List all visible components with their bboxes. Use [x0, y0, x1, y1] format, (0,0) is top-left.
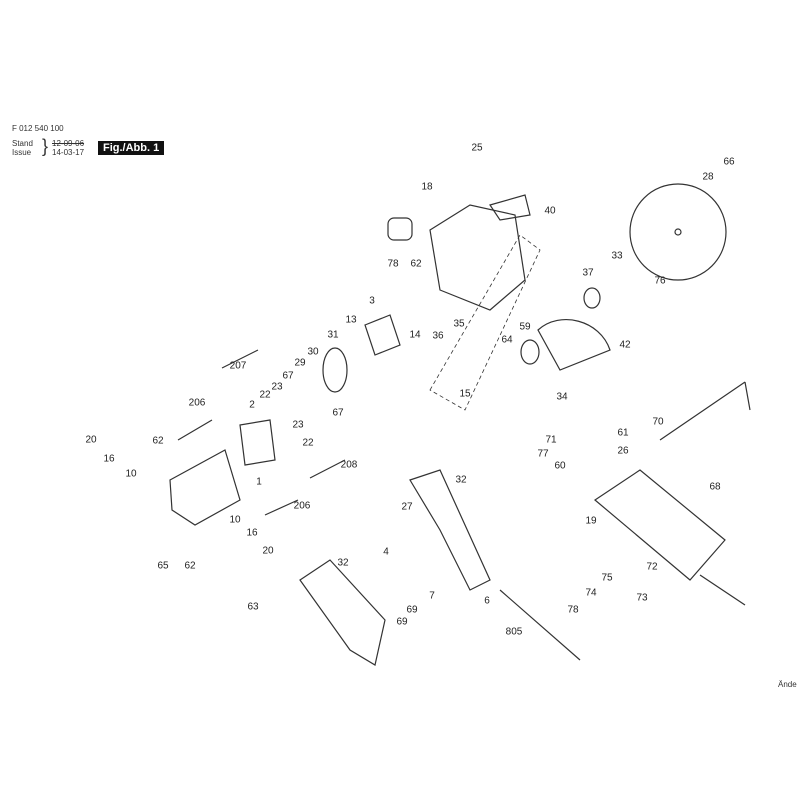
callout-10: 10	[125, 468, 137, 480]
callout-62: 62	[152, 435, 164, 447]
guide-bar	[699, 574, 746, 606]
stand-label: Stand	[12, 139, 33, 148]
callout-78: 78	[387, 258, 399, 270]
callout-34: 34	[556, 391, 568, 403]
callout-32: 32	[455, 474, 467, 486]
issue-date: 14-03-17	[52, 148, 85, 157]
callout-66: 66	[723, 156, 735, 168]
callout-22: 22	[259, 389, 271, 401]
callout-805: 805	[505, 626, 523, 638]
callout-40: 40	[544, 205, 556, 217]
ring	[520, 339, 540, 365]
callout-20: 20	[85, 434, 97, 446]
callout-10: 10	[229, 514, 241, 526]
callout-36: 36	[432, 330, 444, 342]
callout-64: 64	[501, 334, 513, 346]
callout-18: 18	[421, 181, 433, 193]
callout-206: 206	[293, 500, 311, 512]
callout-42: 42	[619, 339, 631, 351]
callout-1: 1	[256, 476, 262, 488]
fan	[322, 347, 348, 393]
ring-37	[583, 287, 601, 309]
callout-4: 4	[383, 546, 389, 558]
callout-59: 59	[519, 321, 531, 333]
callout-26: 26	[617, 445, 629, 457]
callout-69: 69	[396, 616, 408, 628]
callout-71: 71	[545, 434, 557, 446]
callout-31: 31	[327, 329, 339, 341]
screws	[177, 349, 346, 516]
gearbox-bearing	[387, 217, 413, 241]
callout-69: 69	[406, 604, 418, 616]
callout-27: 27	[401, 501, 413, 513]
callout-6: 6	[484, 595, 490, 607]
callout-61: 61	[617, 427, 629, 439]
callout-72: 72	[646, 561, 658, 573]
callout-60: 60	[554, 460, 566, 472]
callout-63: 63	[247, 601, 259, 613]
rear-handle	[409, 469, 491, 591]
part-number: F 012 540 100	[12, 124, 64, 133]
upper-blade-guard	[429, 204, 526, 311]
callout-33: 33	[611, 250, 623, 262]
callout-23: 23	[292, 419, 304, 431]
callout-19: 19	[585, 515, 597, 527]
callout-76: 76	[654, 275, 666, 287]
callout-29: 29	[294, 357, 306, 369]
callout-30: 30	[307, 346, 319, 358]
callout-62: 62	[184, 560, 196, 572]
callout-208: 208	[340, 459, 358, 471]
brace: }	[42, 136, 49, 156]
callout-77: 77	[537, 448, 549, 460]
lower-blade-guard	[537, 319, 611, 371]
callout-68: 68	[709, 481, 721, 493]
blade-arbor	[674, 228, 682, 236]
saw-blade	[629, 183, 727, 281]
callout-73: 73	[636, 592, 648, 604]
assembly-outline	[429, 234, 541, 411]
callout-32: 32	[337, 557, 349, 569]
callout-207: 207	[229, 360, 247, 372]
callout-65: 65	[157, 560, 169, 572]
callout-13: 13	[345, 314, 357, 326]
callout-37: 37	[582, 267, 594, 279]
callout-20: 20	[262, 545, 274, 557]
callout-35: 35	[453, 318, 465, 330]
motor-housing	[169, 449, 241, 526]
footer-text: Ände	[778, 680, 797, 689]
callout-14: 14	[409, 329, 421, 341]
callout-25: 25	[471, 142, 483, 154]
cable	[499, 589, 581, 661]
callout-28: 28	[702, 171, 714, 183]
callout-206: 206	[188, 397, 206, 409]
callout-74: 74	[585, 587, 597, 599]
armature	[364, 314, 401, 356]
callout-67: 67	[282, 370, 294, 382]
figure-label: Fig./Abb. 1	[98, 141, 165, 155]
callout-23: 23	[271, 381, 283, 393]
base-plate	[594, 469, 726, 581]
callout-62: 62	[410, 258, 422, 270]
callout-67: 67	[332, 407, 344, 419]
callout-78: 78	[567, 604, 579, 616]
guard-cap	[489, 194, 531, 221]
callout-75: 75	[601, 572, 613, 584]
callout-15: 15	[459, 388, 471, 400]
front-handle	[299, 559, 386, 666]
parallel-guide	[659, 381, 751, 441]
callout-7: 7	[429, 590, 435, 602]
callout-16: 16	[103, 453, 115, 465]
field-stator	[239, 419, 276, 466]
callout-70: 70	[652, 416, 664, 428]
issue-label: Issue	[12, 148, 32, 157]
callout-2: 2	[249, 399, 255, 411]
callout-3: 3	[369, 295, 375, 307]
callout-22: 22	[302, 437, 314, 449]
callout-16: 16	[246, 527, 258, 539]
stand-date: 12-09-06	[52, 139, 85, 148]
